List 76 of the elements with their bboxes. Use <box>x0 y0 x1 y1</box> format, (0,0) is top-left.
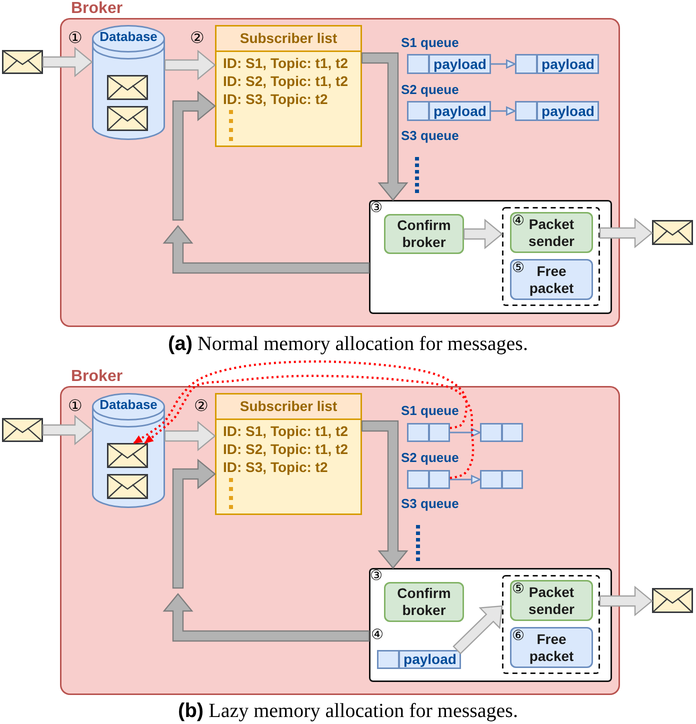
block-arrow <box>164 50 216 80</box>
pointer-arrow <box>450 475 481 484</box>
step-number: ④ <box>512 214 525 228</box>
block-arrow <box>361 52 408 201</box>
process-box <box>510 580 593 621</box>
block-arrow <box>164 420 216 452</box>
payload-label: payload <box>404 650 456 669</box>
block-arrow <box>599 218 653 248</box>
queue-label: S1 queue <box>401 35 459 50</box>
figure-caption: (b) Lazy memory allocation for messages. <box>178 700 518 723</box>
queue-item <box>515 101 599 121</box>
payload-label: payload <box>434 55 486 74</box>
step-number: ① <box>68 398 82 414</box>
process-box <box>510 627 593 668</box>
block-arrow <box>42 414 93 446</box>
block-arrow <box>463 218 503 250</box>
step-label: Free packet <box>529 630 574 664</box>
step-number: ② <box>194 398 208 414</box>
step-label: Confirm broker <box>397 217 451 251</box>
queue-label: S2 queue <box>401 82 459 97</box>
step-number: ③ <box>370 569 383 583</box>
step-number: ⑤ <box>512 582 525 596</box>
database-label: Database <box>100 29 158 44</box>
step-number: ⑤ <box>512 261 525 275</box>
list-header: Subscriber list <box>215 25 362 52</box>
queue-label: S1 queue <box>401 403 459 418</box>
step-label: Packet sender <box>528 216 574 250</box>
queue-item <box>480 470 523 489</box>
pointer-arrow <box>491 106 516 116</box>
list-entry: ID: S3, Topic: t2 <box>223 90 328 108</box>
database-label: Database <box>100 397 158 412</box>
block-arrow <box>162 593 370 642</box>
queue-item <box>480 423 523 442</box>
block-arrow <box>599 586 653 616</box>
queue-label: S3 queue <box>401 128 459 143</box>
pointer-arrow <box>491 60 516 68</box>
block-arrow <box>42 46 93 78</box>
block-arrow <box>172 458 216 589</box>
block-arrow <box>172 90 216 221</box>
list-entry: ID: S1, Topic: t1, t2 <box>223 422 348 440</box>
payload-label: payload <box>542 102 594 121</box>
list-header: Subscriber list <box>215 393 362 420</box>
process-box <box>510 259 593 300</box>
queue-label: S2 queue <box>401 450 459 465</box>
step-number: ② <box>190 30 204 46</box>
block-arrow <box>452 605 503 654</box>
step-number: ① <box>68 30 82 46</box>
panel-title: Broker <box>71 368 123 386</box>
step-number: ③ <box>370 201 383 215</box>
block-arrow <box>361 420 408 569</box>
block-arrow <box>162 225 370 274</box>
payload-label: payload <box>434 102 486 121</box>
queue-item <box>515 54 599 74</box>
list-entry: ID: S1, Topic: t1, t2 <box>223 54 348 72</box>
step-number: ④ <box>371 628 384 642</box>
process-panel <box>369 200 612 314</box>
queue-item <box>407 470 450 489</box>
step-label: Free packet <box>529 262 574 296</box>
queue-item <box>407 423 450 442</box>
dotted-arrow <box>144 374 474 480</box>
figure-caption: (a) Normal memory allocation for messages. <box>168 333 528 356</box>
payload-label: payload <box>542 55 594 74</box>
list-entry: ID: S2, Topic: t1, t2 <box>223 72 348 90</box>
queue-item <box>407 101 491 121</box>
queue-label: S3 queue <box>401 496 459 511</box>
process-box <box>510 212 593 253</box>
step-label: Confirm broker <box>397 585 451 619</box>
dotted-arrow <box>133 360 468 444</box>
pointer-arrow <box>450 428 481 437</box>
panel-title: Broker <box>71 0 123 18</box>
queue-item <box>407 54 491 74</box>
step-number: ⑥ <box>512 629 525 643</box>
list-entry: ID: S3, Topic: t2 <box>223 458 328 476</box>
list-entry: ID: S2, Topic: t1, t2 <box>223 440 348 458</box>
step-label: Packet sender <box>528 584 574 618</box>
process-panel <box>369 568 612 682</box>
